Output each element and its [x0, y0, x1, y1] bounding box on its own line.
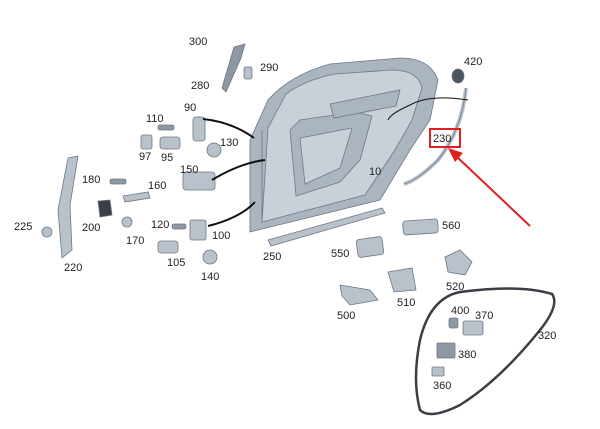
- part-100: [189, 219, 207, 241]
- label-230: 230: [433, 133, 451, 145]
- label-510: 510: [397, 297, 415, 309]
- label-320: 320: [538, 330, 556, 342]
- label-200: 200: [82, 222, 100, 234]
- part-105: [157, 240, 179, 254]
- label-90: 90: [184, 102, 196, 114]
- label-300: 300: [189, 36, 207, 48]
- label-130: 130: [220, 137, 238, 149]
- part-160: [122, 191, 151, 203]
- part-110: [157, 124, 175, 131]
- part-225: [41, 226, 53, 238]
- label-380: 380: [458, 349, 476, 361]
- label-100: 100: [212, 230, 230, 242]
- label-500: 500: [337, 310, 355, 322]
- label-370: 370: [475, 310, 493, 322]
- part-550: [355, 236, 385, 258]
- part-90: [192, 116, 206, 142]
- belt-moulding-250: [267, 207, 386, 247]
- label-110: 110: [146, 113, 164, 125]
- label-10: 10: [369, 166, 381, 178]
- label-250: 250: [263, 251, 281, 263]
- part-300: [221, 43, 246, 93]
- part-500: [339, 284, 379, 306]
- label-95: 95: [161, 152, 173, 164]
- door-shell: [249, 57, 439, 233]
- part-560: [402, 218, 439, 236]
- part-97: [140, 134, 153, 150]
- part-180: [109, 178, 127, 185]
- label-120: 120: [151, 219, 169, 231]
- leader-lines: [202, 97, 469, 227]
- label-220: 220: [64, 262, 82, 274]
- highlight-box-230: [429, 128, 461, 148]
- part-400: [448, 317, 459, 329]
- part-370: [462, 320, 484, 336]
- label-225: 225: [14, 221, 32, 233]
- door-seal-320: [414, 287, 556, 416]
- label-140: 140: [201, 271, 219, 283]
- part-360: [431, 366, 445, 377]
- part-200: [97, 199, 113, 218]
- label-180: 180: [82, 174, 100, 186]
- part-150: [182, 171, 216, 191]
- part-170: [121, 216, 133, 228]
- label-520: 520: [446, 281, 464, 293]
- part-140: [202, 249, 218, 265]
- part-130: [206, 142, 222, 158]
- label-97: 97: [139, 151, 151, 163]
- part-220: [57, 155, 79, 259]
- label-560: 560: [442, 220, 460, 232]
- part-380: [436, 342, 456, 359]
- label-105: 105: [167, 257, 185, 269]
- seal-420: [403, 68, 468, 186]
- part-120: [171, 223, 187, 230]
- part-510: [387, 267, 417, 293]
- part-290: [243, 66, 253, 80]
- label-290: 290: [260, 62, 278, 74]
- label-400: 400: [451, 305, 469, 317]
- label-280: 280: [191, 80, 209, 92]
- part-95: [159, 136, 181, 150]
- part-520: [444, 249, 473, 276]
- label-160: 160: [148, 180, 166, 192]
- label-550: 550: [331, 248, 349, 260]
- highlight-arrow: [448, 148, 531, 227]
- label-420: 420: [464, 56, 482, 68]
- label-170: 170: [126, 235, 144, 247]
- label-360: 360: [433, 380, 451, 392]
- label-150: 150: [180, 164, 198, 176]
